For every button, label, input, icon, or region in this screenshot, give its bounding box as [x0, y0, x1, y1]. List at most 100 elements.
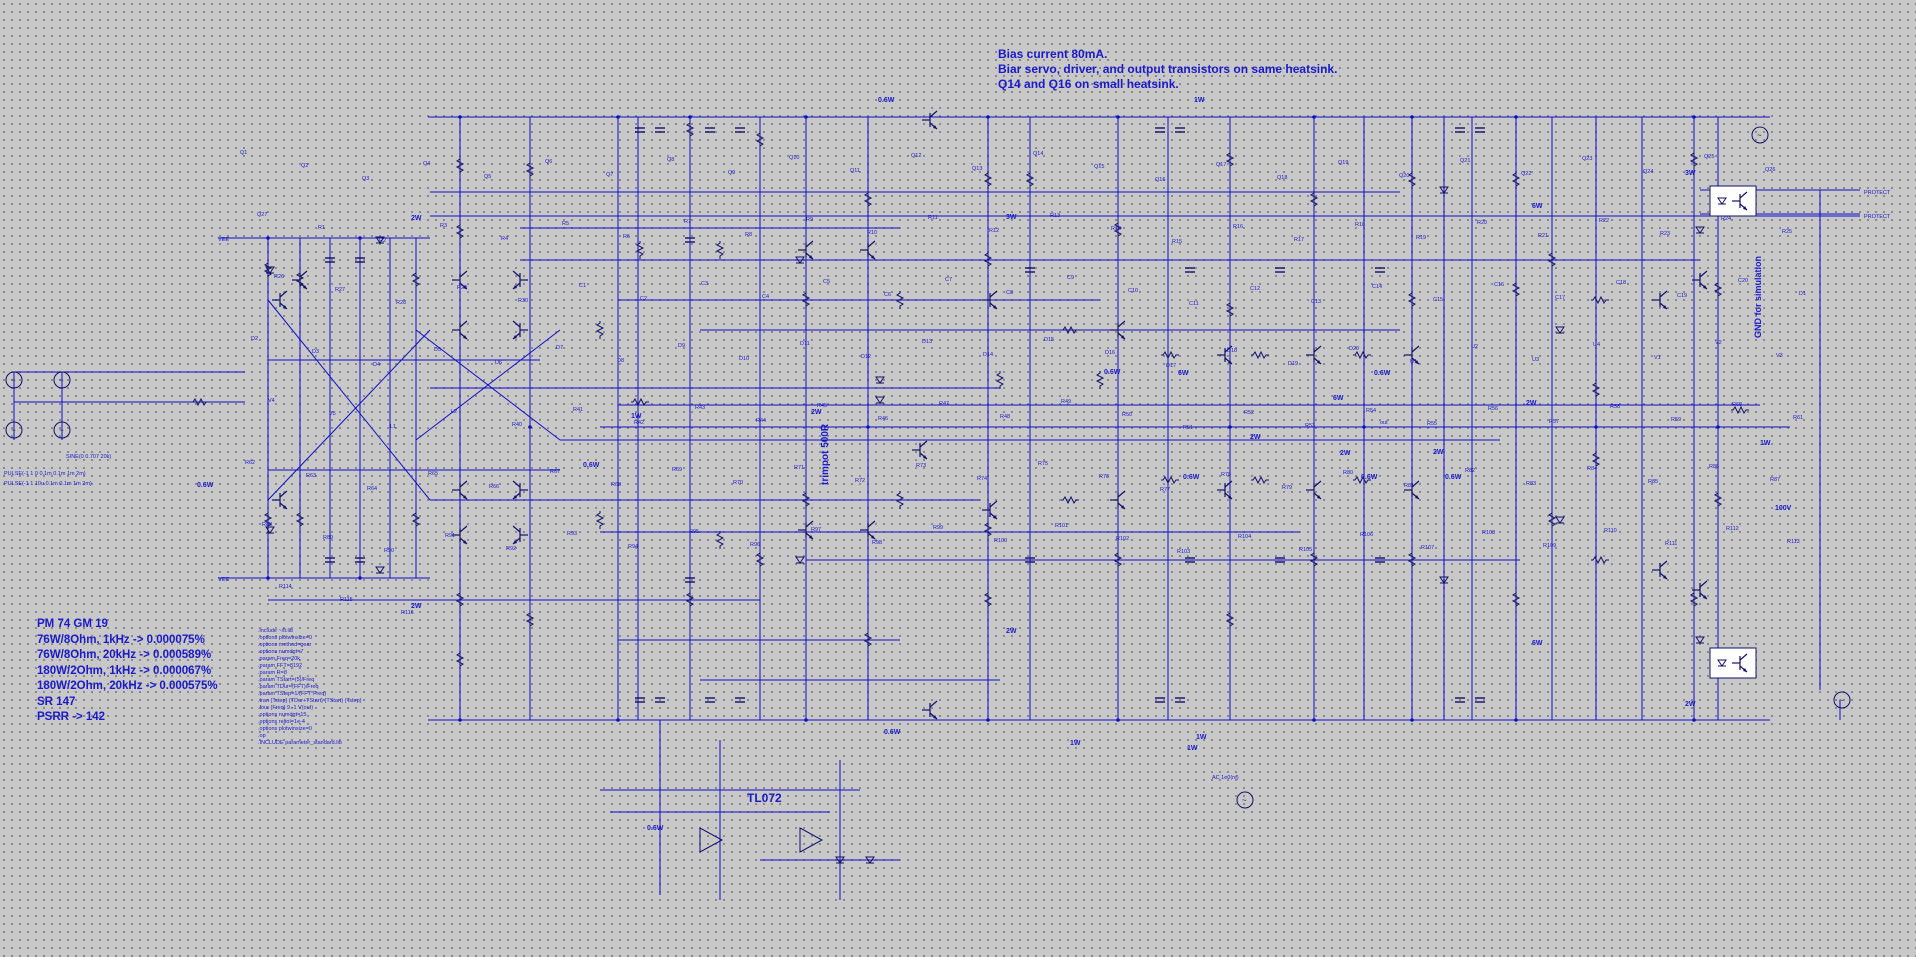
- junction-dot: [458, 718, 462, 722]
- note-line: Q14 and Q16 on small heatsink.: [998, 77, 1179, 91]
- component-ref-label: R45: [817, 403, 828, 409]
- resistor: [595, 321, 605, 339]
- resistor: [1251, 350, 1269, 360]
- resistor: [1407, 171, 1417, 189]
- component-ref-label: C2: [640, 296, 648, 302]
- capacitor: [1175, 127, 1185, 133]
- junction-dot: [804, 115, 808, 119]
- voltage-source: ~: [1236, 791, 1254, 809]
- resistor: [1095, 371, 1105, 389]
- opto-transistor: [1732, 191, 1748, 211]
- resistor: [1547, 511, 1557, 529]
- component-ref-label: D11: [800, 341, 810, 347]
- capacitor: [655, 697, 665, 703]
- out-net-label: out: [1380, 420, 1388, 426]
- component-ref-label: R42: [634, 420, 645, 426]
- component-ref-label: R47: [939, 401, 950, 407]
- junction-dot: [1116, 718, 1120, 722]
- component-ref-label: Q19: [1338, 160, 1349, 166]
- component-ref-label: Q20: [1399, 173, 1410, 179]
- voltage-source: ~: [5, 371, 23, 389]
- component-ref-label: R26: [274, 274, 285, 280]
- component-ref-label: R20: [1477, 220, 1488, 226]
- component-ref-label: D8: [617, 358, 625, 364]
- junction-dot: [266, 576, 270, 580]
- component-ref-label: D13: [922, 339, 933, 345]
- component-ref-label: R63: [306, 473, 317, 479]
- capacitor: [355, 257, 365, 263]
- power-rating-label: 6W: [1532, 203, 1543, 210]
- component-ref-label: R113: [1787, 539, 1800, 545]
- component-ref-label: C1: [579, 283, 587, 289]
- component-ref-label: Q10: [789, 155, 800, 161]
- component-ref-label: R97: [811, 527, 822, 533]
- power-rating-label: 2W: [1685, 701, 1696, 708]
- component-ref-label: C7: [945, 277, 953, 283]
- component-ref-label: R30: [518, 298, 529, 304]
- component-ref-label: R12: [989, 228, 1000, 234]
- component-ref-label: C6: [884, 292, 892, 298]
- component-ref-label: R4: [501, 236, 509, 242]
- directive-line: .param TDur=(FFT)/Freq: [258, 684, 319, 690]
- component-ref-label: R73: [916, 463, 927, 469]
- junction-dot: [1716, 425, 1720, 429]
- wire: [267, 299, 431, 501]
- component-ref-label: R81: [1404, 483, 1415, 489]
- component-ref-label: R16: [1233, 224, 1244, 230]
- component-ref-label: D9: [678, 343, 686, 349]
- junction-dot: [986, 115, 990, 119]
- directive-line: .param TStep=1/(FFT*Freq): [258, 691, 327, 697]
- component-ref-label: R87: [1770, 477, 1781, 483]
- transistor: [860, 240, 876, 260]
- junction-dot: [1362, 425, 1366, 429]
- component-ref-label: U1: [1410, 359, 1418, 365]
- resistor: [715, 241, 725, 259]
- component-ref-label: U3: [1532, 357, 1540, 363]
- diode: [835, 856, 845, 864]
- capacitor: [635, 127, 645, 133]
- junction-dot: [1312, 718, 1316, 722]
- component-ref-label: R74: [977, 476, 988, 482]
- component-ref-label: R112: [1726, 526, 1739, 532]
- component-ref-label: R50: [1122, 412, 1133, 418]
- wire: [267, 329, 431, 501]
- capacitor: [355, 557, 365, 563]
- component-ref-label: Q23: [1582, 156, 1593, 162]
- component-ref-label: R93: [567, 531, 578, 537]
- capacitor: [705, 697, 715, 703]
- component-ref-label: D2: [251, 336, 259, 342]
- spec-line: PM 74 GM 19: [37, 618, 108, 630]
- junction-dot: [1692, 718, 1696, 722]
- component-ref-label: R29: [457, 285, 468, 291]
- junction-dot: [804, 718, 808, 722]
- component-ref-label: R95: [689, 529, 700, 535]
- transistor: [452, 270, 468, 290]
- component-ref-label: C3: [701, 281, 709, 287]
- component-ref-label: V5: [329, 411, 336, 417]
- resistor: [1591, 451, 1601, 469]
- resistor: [1025, 171, 1035, 189]
- component-ref-label: R108: [1482, 530, 1496, 536]
- junction-dot: [266, 236, 270, 240]
- resistor: [1353, 350, 1371, 360]
- capacitor: [1275, 557, 1285, 563]
- resistor: [1061, 495, 1079, 505]
- component-ref-label: R49: [1061, 399, 1072, 405]
- component-ref-label: Q22: [1521, 171, 1532, 177]
- top-notes: Bias current 80mA. Biar servo, driver, a…: [998, 47, 1337, 92]
- component-ref-label: L2: [451, 409, 458, 415]
- component-ref-label: D20: [1349, 346, 1360, 352]
- resistor: [983, 251, 993, 269]
- resistor: [863, 631, 873, 649]
- component-ref-label: Q25: [1704, 154, 1715, 160]
- component-ref-label: R98: [872, 540, 883, 546]
- diode: [1555, 516, 1565, 524]
- transistor: [272, 290, 288, 310]
- resistor: [1113, 221, 1123, 239]
- component-ref-label: R2: [379, 238, 387, 244]
- component-ref-label: R105: [1299, 547, 1313, 553]
- transistor: [272, 490, 288, 510]
- component-ref-label: R91: [445, 533, 456, 539]
- component-ref-label: R55: [1427, 421, 1438, 427]
- capacitor: [1185, 557, 1195, 563]
